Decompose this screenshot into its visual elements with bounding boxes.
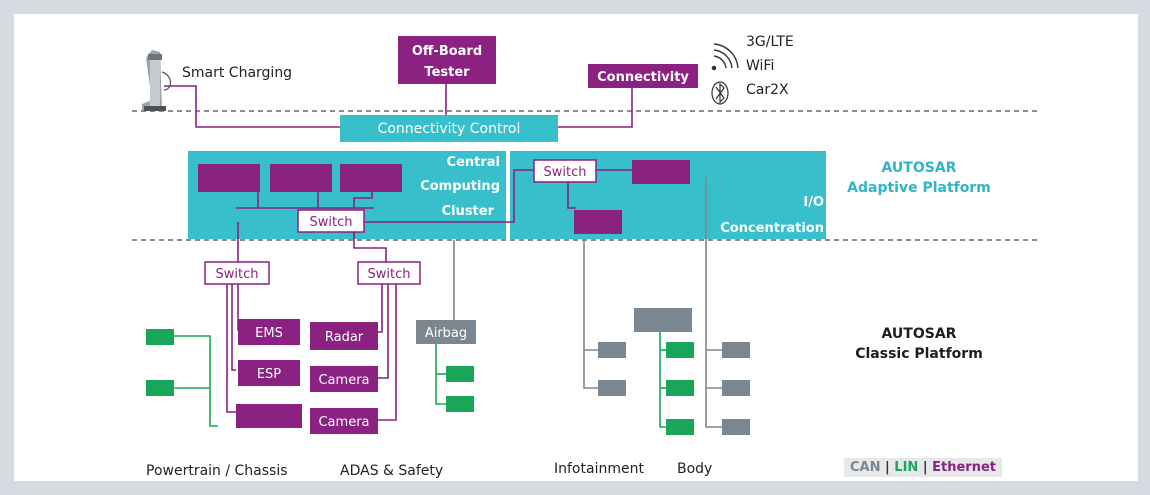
body-ecu-3	[722, 419, 750, 435]
powertrain-ecu	[236, 404, 302, 428]
connectivity-label: Connectivity	[597, 70, 689, 85]
smart-charging-label: Smart Charging	[182, 65, 292, 81]
domain-powertrain: Powertrain / Chassis	[146, 463, 288, 479]
io-switch-label: Switch	[544, 165, 587, 180]
airbag-label: Airbag	[425, 326, 467, 341]
architecture-diagram: Smart Charging Off-Board Tester Connecti…	[132, 34, 1038, 435]
central-switch	[297, 209, 365, 233]
central-line2: Computing	[420, 179, 500, 194]
connectivity-control-label: Connectivity Control	[378, 121, 521, 137]
io-ecu-2	[574, 210, 622, 234]
domain-infotainment: Infotainment	[554, 461, 644, 477]
legend-ethernet: Ethernet	[932, 460, 996, 475]
powertrain-switch	[204, 261, 270, 285]
body-ecu-1	[722, 342, 750, 358]
can-lines	[453, 177, 722, 428]
infotainment-ecu-2	[598, 380, 626, 396]
io-ecu-1	[632, 160, 690, 184]
central-line1: Central	[447, 155, 500, 170]
lin-node-5	[666, 342, 694, 358]
adaptive-line1: AUTOSAR	[881, 160, 957, 176]
ems-label: EMS	[255, 326, 283, 341]
infotainment-ecu-1	[598, 342, 626, 358]
classic-platform-label: AUTOSAR Classic Platform	[844, 324, 994, 364]
camera-1-label: Camera	[318, 373, 369, 388]
esp-ecu	[238, 360, 300, 386]
body-ecu-2	[722, 380, 750, 396]
legend-sep-2: |	[922, 460, 928, 475]
adas-switch	[357, 261, 421, 285]
off-board-tester-box	[398, 36, 496, 84]
ems-ecu	[238, 319, 300, 345]
central-ecu-1	[198, 164, 260, 192]
lin-node-7	[666, 419, 694, 435]
wireless-car2x: Car2X	[746, 82, 789, 98]
central-line3: Cluster	[442, 204, 495, 219]
adaptive-line2: Adaptive Platform	[847, 180, 991, 196]
legend-can: CAN	[850, 460, 881, 475]
wifi-icon	[711, 43, 739, 71]
connectivity-control-box	[340, 115, 558, 142]
camera-ecu-1	[310, 366, 378, 392]
radar-ecu	[310, 322, 378, 350]
central-ecu-2	[270, 164, 332, 192]
classic-line1: AUTOSAR	[881, 326, 957, 342]
lin-node-6	[666, 380, 694, 396]
lin-node-2	[146, 380, 174, 396]
bluetooth-icon	[711, 81, 729, 105]
adas-switch-label: Switch	[368, 267, 411, 282]
wireless-wifi: WiFi	[746, 58, 774, 74]
diagram-canvas: Smart Charging Off-Board Tester Connecti…	[14, 14, 1138, 481]
bus-legend: CAN | LIN | Ethernet	[844, 458, 1002, 477]
io-line2: Concentration	[720, 221, 824, 236]
radar-label: Radar	[325, 330, 364, 345]
off-board-line1: Off-Board	[412, 44, 482, 59]
legend-sep-1: |	[885, 460, 890, 475]
body-gateway-ecu	[634, 308, 692, 332]
domain-adas: ADAS & Safety	[340, 463, 444, 479]
lin-node-3	[446, 366, 474, 382]
camera-2-label: Camera	[318, 415, 369, 430]
legend-lin: LIN	[894, 460, 919, 475]
off-board-line2: Tester	[424, 65, 470, 80]
classic-line2: Classic Platform	[855, 346, 983, 362]
airbag-ecu	[416, 320, 476, 344]
connectivity-box	[588, 64, 698, 88]
lin-node-1	[146, 329, 174, 345]
wireless-3g: 3G/LTE	[746, 34, 794, 50]
central-ecu-3	[340, 164, 402, 192]
powertrain-switch-label: Switch	[216, 267, 259, 282]
charging-station-icon	[142, 50, 172, 111]
central-switch-label: Switch	[310, 215, 353, 230]
adaptive-platform-label: AUTOSAR Adaptive Platform	[844, 158, 994, 198]
io-switch	[533, 159, 597, 183]
camera-ecu-2	[310, 408, 378, 434]
esp-label: ESP	[257, 367, 281, 382]
io-line1: I/O	[803, 195, 824, 210]
domain-body: Body	[677, 461, 713, 477]
lin-node-4	[446, 396, 474, 412]
lin-lines	[174, 322, 666, 428]
